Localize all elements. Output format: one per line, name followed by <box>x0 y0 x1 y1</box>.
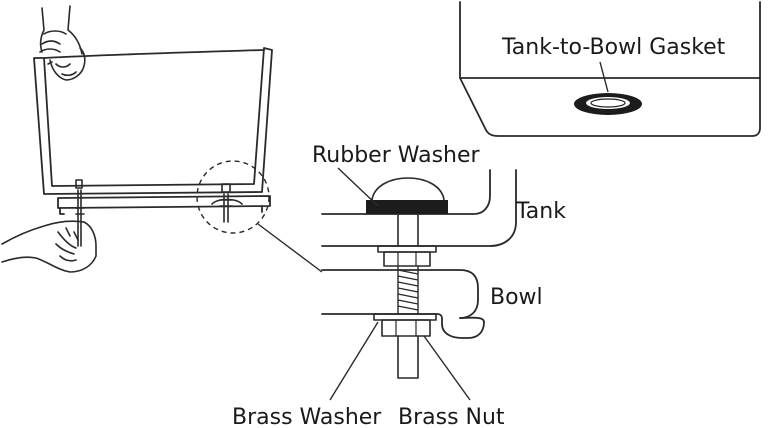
left-tank-bolt <box>75 179 85 247</box>
hand-bottom <box>1 220 97 273</box>
bolt-head-dome <box>371 177 445 201</box>
tank-underside-illustration: Tank-to-Bowl Gasket <box>459 1 761 137</box>
right-tank-bolt <box>211 183 243 223</box>
gasket-leader <box>599 61 609 93</box>
gasket-label: Tank-to-Bowl Gasket <box>501 35 726 60</box>
bowl-section <box>321 269 479 319</box>
brass-nut-label: Brass Nut <box>398 405 505 428</box>
detail-zoom-circle <box>196 160 270 234</box>
rubber-washer-leader <box>337 167 379 207</box>
hand-top <box>39 5 86 81</box>
tank-install-illustration <box>1 5 323 273</box>
rubber-washer-label: Rubber Washer <box>312 143 481 168</box>
brass-nut-leader <box>423 335 471 401</box>
bowl-label: Bowl <box>490 285 543 310</box>
bolt-cross-section: Rubber Washer Tank Bowl Brass Washer Bra… <box>232 143 566 428</box>
zoom-leader-line <box>257 223 323 273</box>
tank-outline <box>33 47 273 215</box>
brass-washer-leader <box>329 321 379 401</box>
rubber-washer-shape <box>366 200 448 214</box>
brass-washer-label: Brass Washer <box>232 405 382 428</box>
tank-section <box>321 169 491 215</box>
brass-nut-shape <box>381 319 431 337</box>
threaded-bolt <box>397 265 419 315</box>
tank-underside-base <box>459 77 761 137</box>
tank-label: Tank <box>515 199 566 224</box>
